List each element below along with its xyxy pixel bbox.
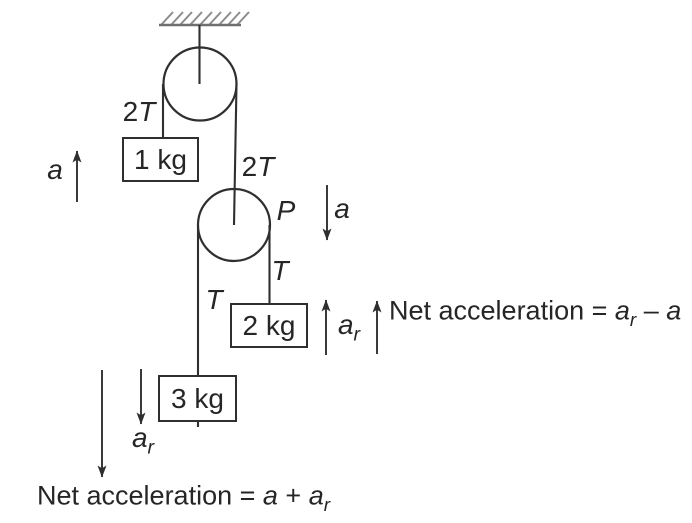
label-tension-t-left: T [205, 284, 223, 315]
label-pulley-p: P [276, 195, 296, 226]
string-2t-right [232, 83, 238, 226]
block-3kg: 3 kg [158, 375, 237, 422]
label-a-pulley: a [334, 193, 350, 224]
block-2kg-label: 2 kg [242, 309, 296, 341]
label-a-1kg: a [47, 154, 63, 185]
block-1kg: 1 kg [122, 137, 199, 182]
block-3kg-label: 3 kg [171, 382, 224, 414]
label-tension-2t-left: 2T [122, 96, 156, 127]
block-1kg-label: 1 kg [134, 143, 187, 175]
block-2kg: 2 kg [230, 303, 308, 348]
caption-net-acceleration-2kg: Net acceleration = ar – a [389, 295, 682, 331]
caption-net-acceleration-3kg: Net acceleration = a + ar [37, 480, 331, 516]
label-ar-3kg: ar [131, 422, 155, 459]
label-tension-t-right: T [271, 255, 289, 286]
ceiling-hatch [160, 11, 250, 26]
label-ar-2kg: ar [337, 309, 361, 346]
label-tension-2t-right: 2T [241, 151, 275, 182]
